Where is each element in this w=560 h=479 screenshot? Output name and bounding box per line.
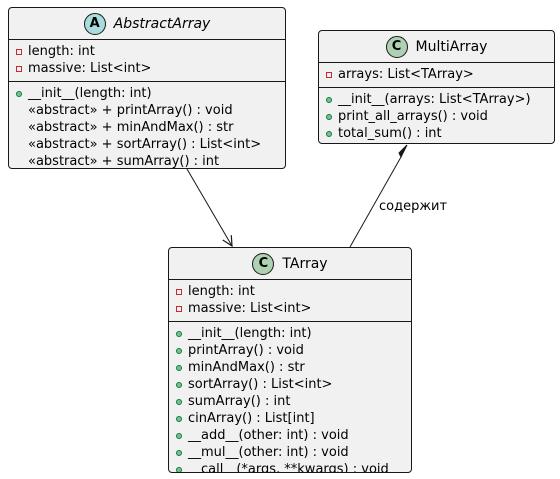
public-icon (176, 466, 182, 472)
private-icon (176, 288, 182, 295)
composition-label: содержит (379, 199, 448, 214)
method-row: __add__(other: int) : void (169, 427, 411, 444)
method-row: __init__(length: int) (9, 85, 285, 102)
attribute-row: length: int (169, 283, 411, 300)
composition-diamond (398, 144, 408, 159)
method-row: __mul__(other: int) : void (169, 444, 411, 461)
abstract-class-icon: A (83, 12, 106, 35)
public-icon (326, 130, 332, 137)
public-icon (176, 415, 182, 422)
composition-line (349, 156, 402, 248)
class-header: C MultiArray (319, 31, 554, 62)
class-abstractarray[interactable]: A AbstractArray length: int massive: Lis… (8, 7, 286, 169)
method-row: print_all_arrays() : void (319, 108, 554, 125)
method-row: __call__(*args, **kwargs) : void (169, 461, 411, 472)
attributes-section: length: int massive: List<int> (169, 279, 411, 321)
public-icon (176, 449, 182, 456)
private-icon (16, 48, 22, 55)
methods-section: __init__(length: int) «abstract» + print… (9, 81, 285, 169)
public-icon (326, 113, 332, 120)
attribute-row: massive: List<int> (9, 60, 285, 77)
methods-section: __init__(length: int) printArray() : voi… (169, 321, 411, 472)
class-name: TArray (282, 255, 328, 272)
public-icon (16, 90, 22, 97)
attributes-section: length: int massive: List<int> (9, 39, 285, 81)
method-row: __init__(arrays: List<TArray>) (319, 91, 554, 108)
method-row: «abstract» + sortArray() : List<int> (28, 137, 262, 152)
methods-section: __init__(arrays: List<TArray>) print_all… (319, 87, 554, 143)
method-row: «abstract» + sumArray() : int (28, 154, 220, 169)
public-icon (176, 347, 182, 354)
method-row: «abstract» + minAndMax() : str (28, 120, 234, 135)
class-multiarray[interactable]: C MultiArray arrays: List<TArray> __init… (318, 30, 555, 144)
public-icon (176, 432, 182, 439)
method-row: sumArray() : int (169, 393, 411, 410)
class-header: C TArray (169, 248, 411, 279)
class-name: AbstractArray (113, 15, 211, 32)
method-row: __init__(length: int) (169, 325, 411, 342)
method-row: sortArray() : List<int> (169, 376, 411, 393)
attribute-row: arrays: List<TArray> (319, 66, 554, 83)
public-icon (176, 330, 182, 337)
private-icon (176, 305, 182, 312)
method-row: printArray() : void (169, 342, 411, 359)
public-icon (326, 96, 332, 103)
inheritance-arrow (186, 168, 232, 246)
method-row: cinArray() : List[int] (169, 410, 411, 427)
public-icon (176, 398, 182, 405)
method-row: «abstract» + printArray() : void (28, 103, 233, 118)
public-icon (176, 381, 182, 388)
class-icon: C (385, 35, 408, 58)
class-tarray[interactable]: C TArray length: int massive: List<int> … (168, 247, 412, 473)
public-icon (176, 364, 182, 371)
class-name: MultiArray (415, 38, 488, 55)
class-header: A AbstractArray (9, 8, 285, 39)
method-row: minAndMax() : str (169, 359, 411, 376)
method-row: total_sum() : int (319, 125, 554, 142)
attribute-row: length: int (9, 43, 285, 60)
attributes-section: arrays: List<TArray> (319, 62, 554, 87)
class-icon: C (252, 252, 275, 275)
attribute-row: massive: List<int> (169, 300, 411, 317)
private-icon (16, 65, 22, 72)
private-icon (326, 71, 332, 78)
